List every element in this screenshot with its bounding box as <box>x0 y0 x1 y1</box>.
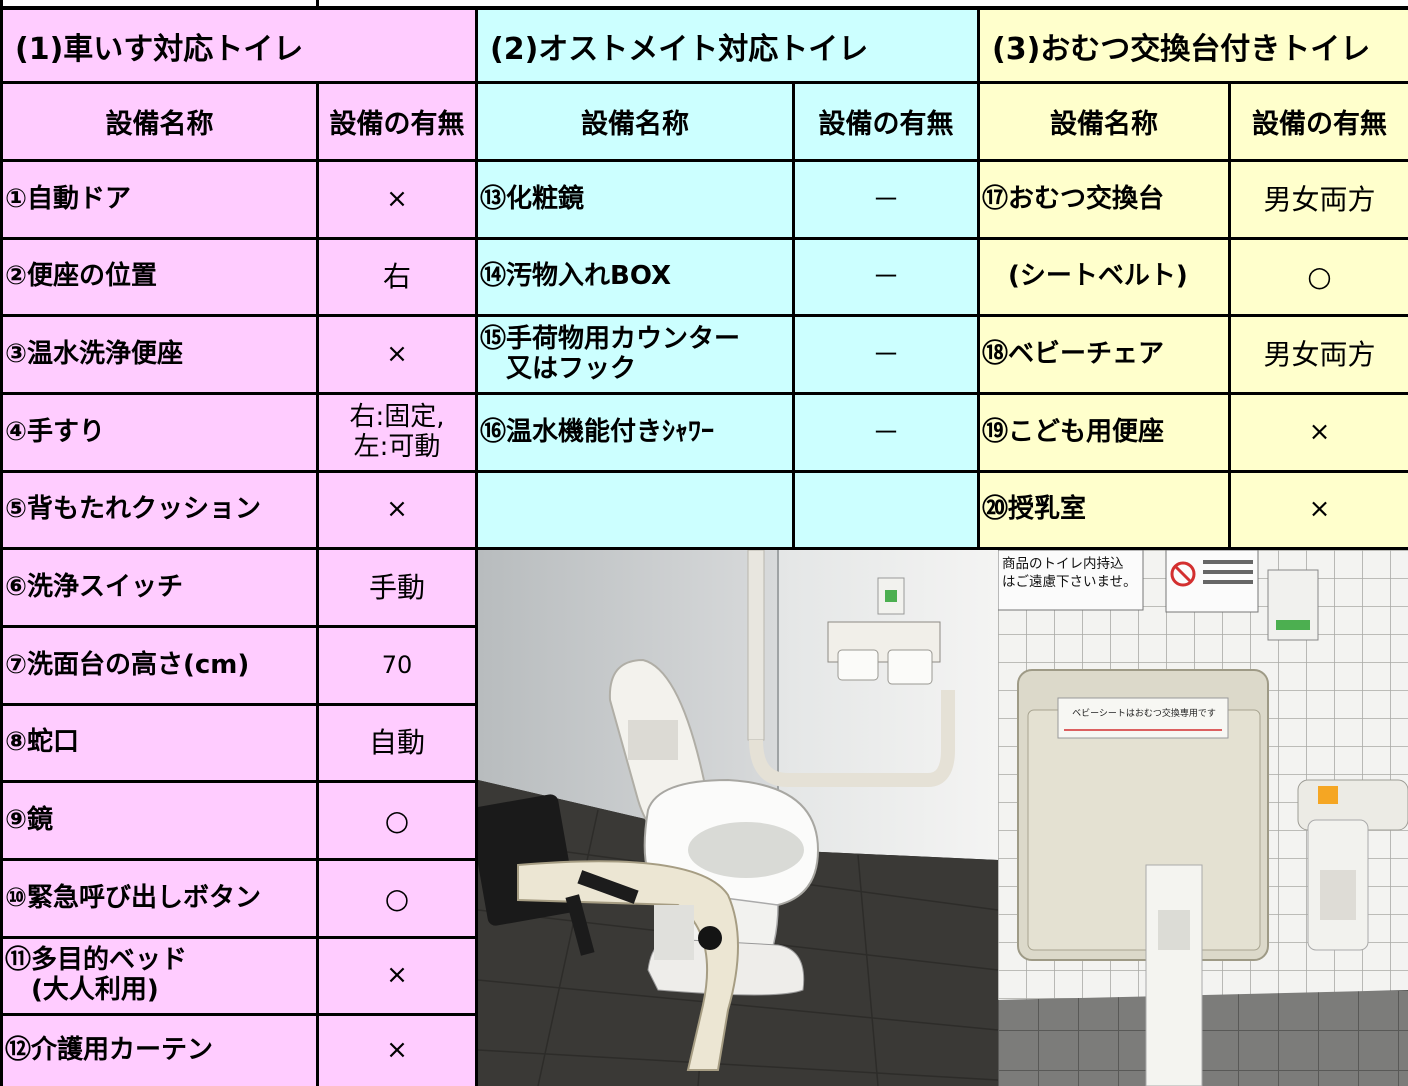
table-row-value: － <box>795 162 980 240</box>
table-row-value <box>795 473 980 550</box>
table-row-name: ⑬化粧鏡 <box>478 162 795 240</box>
table-row-value: 自動 <box>319 706 478 783</box>
table-row-value: ○ <box>319 783 478 861</box>
header-text: 設備名称 <box>1050 109 1158 140</box>
table-row-value: × <box>319 1016 478 1086</box>
table-row-value: 右:固定, 左:可動 <box>319 395 478 473</box>
section-title-ostomate: (2)オストメイト対応トイレ <box>478 10 980 84</box>
table-row-value: × <box>319 317 478 395</box>
section-title-diaper: (3)おむつ交換台付きトイレ <box>980 10 1408 84</box>
header-text: 設備の有無 <box>329 109 465 140</box>
table-row-name: ⑪多目的ベッド (大人利用) <box>0 939 319 1016</box>
table-row-name: ⑦洗面台の高さ(cm) <box>0 628 319 706</box>
header-text: 設備の有無 <box>818 109 954 140</box>
section-title-text: (2)オストメイト対応トイレ <box>490 31 869 67</box>
table-row-name: ⑨鏡 <box>0 783 319 861</box>
table-row-value: ○ <box>319 861 478 939</box>
table-row-value: × <box>319 939 478 1016</box>
section-title-text: (3)おむつ交換台付きトイレ <box>992 31 1371 67</box>
header-text: 設備の有無 <box>1252 109 1387 140</box>
table-row-value: × <box>1231 395 1408 473</box>
table-row-name: ①自動ドア <box>0 162 319 240</box>
table-row-value: 70 <box>319 628 478 706</box>
column-header-name: 設備名称 <box>478 84 795 162</box>
table-row-name: ②便座の位置 <box>0 240 319 317</box>
table-row-name: ⑤背もたれクッション <box>0 473 319 550</box>
table-row-name: ⑩緊急呼び出しボタン <box>0 861 319 939</box>
column-header-value: 設備の有無 <box>1231 84 1408 162</box>
section-title-wheelchair: (1)車いす対応トイレ <box>0 10 478 84</box>
table-row-name: (シートベルト) <box>980 240 1231 317</box>
table-row-name: ⑮手荷物用カウンター 又はフック <box>478 317 795 395</box>
column-header-value: 設備の有無 <box>319 84 478 162</box>
table-row-name: ⑫介護用カーテン <box>0 1016 319 1086</box>
table-row-name <box>478 473 795 550</box>
changing-table-photo: 商品のトイレ内持込 はご遠慮下さいませ。 ベビーシートはおむつ交換専用です <box>998 550 1408 1086</box>
table-row-value: － <box>795 240 980 317</box>
column-header-name: 設備名称 <box>980 84 1231 162</box>
top-border <box>0 0 1408 10</box>
sign-text: 商品のトイレ内持込 はご遠慮下さいませ。 <box>1002 556 1137 590</box>
table-row-value: 男女両方 <box>1231 162 1408 240</box>
table-row-value: × <box>1231 473 1408 550</box>
table-row-value: 右 <box>319 240 478 317</box>
header-text: 設備名称 <box>105 109 214 140</box>
table-row-name: ③温水洗浄便座 <box>0 317 319 395</box>
table-row-name: ④手すり <box>0 395 319 473</box>
table-row-name: ⑳授乳室 <box>980 473 1231 550</box>
table-row-value: ○ <box>1231 240 1408 317</box>
section-title-text: (1)車いす対応トイレ <box>15 31 304 67</box>
table-row-value: 男女両方 <box>1231 317 1408 395</box>
table-row-value: － <box>795 317 980 395</box>
table-row-name: ⑱ベビーチェア <box>980 317 1231 395</box>
table-row-name: ⑥洗浄スイッチ <box>0 550 319 628</box>
toilet-photo <box>478 550 998 1086</box>
table-row-name: ⑭汚物入れBOX <box>478 240 795 317</box>
column-header-name: 設備名称 <box>0 84 319 162</box>
table-row-value: × <box>319 162 478 240</box>
changing-table-label: ベビーシートはおむつ交換専用です <box>1072 709 1216 719</box>
table-row-value: × <box>319 473 478 550</box>
table-row-value: － <box>795 395 980 473</box>
header-text: 設備名称 <box>581 109 689 140</box>
table-row-name: ⑲こども用便座 <box>980 395 1231 473</box>
table-row-name: ⑰おむつ交換台 <box>980 162 1231 240</box>
table-row-value: 手動 <box>319 550 478 628</box>
column-header-value: 設備の有無 <box>795 84 980 162</box>
table-row-name: ⑧蛇口 <box>0 706 319 783</box>
table-row-name: ⑯温水機能付きｼｬﾜｰ <box>478 395 795 473</box>
